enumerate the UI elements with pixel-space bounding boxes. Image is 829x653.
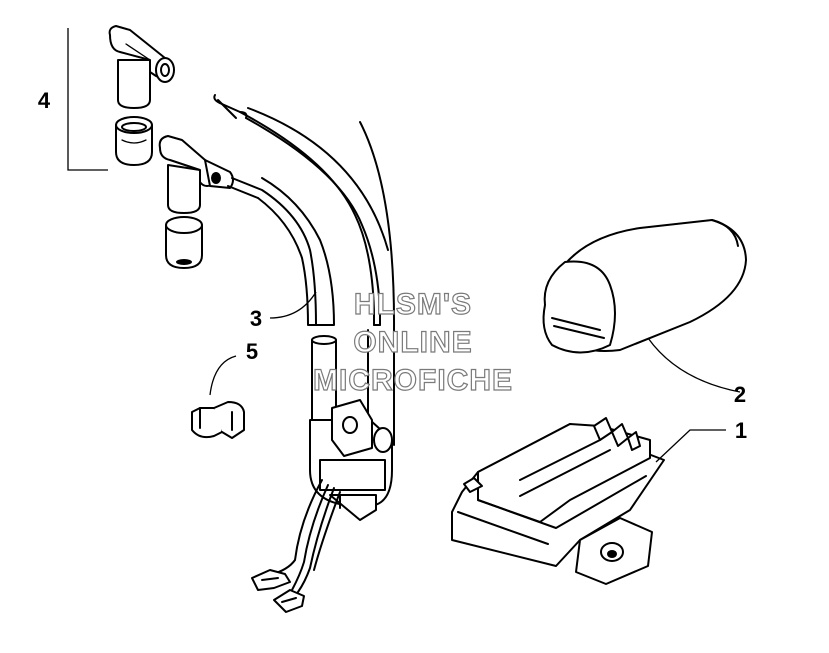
bracket-line-4 xyxy=(67,28,108,171)
terminal-1 xyxy=(251,569,291,591)
callout-5: 5 xyxy=(246,339,258,364)
spark-plug-cap-group xyxy=(67,25,234,269)
lower-plug-boot xyxy=(165,216,203,269)
cdi-module xyxy=(451,417,726,585)
ht-lead-left xyxy=(231,177,317,326)
upper-plug-cap xyxy=(108,25,175,109)
leader-3 xyxy=(269,291,317,319)
callout-1: 1 xyxy=(735,418,747,443)
watermark: HLSM'S ONLINE MICROFICHE xyxy=(312,287,513,397)
ignition-coil-assembly xyxy=(213,94,396,613)
leader-5 xyxy=(209,355,237,396)
lt-wires xyxy=(269,479,323,576)
oval-sleeve xyxy=(542,219,747,393)
watermark-line-3: MICROFICHE xyxy=(313,364,513,397)
watermark-line-2: ONLINE xyxy=(353,326,472,359)
callout-3: 3 xyxy=(250,306,262,331)
leader-1 xyxy=(655,429,726,463)
watermark-line-1: HLSM'S xyxy=(354,288,472,321)
callout-4: 4 xyxy=(38,88,51,113)
callout-labels: 1 2 3 4 5 xyxy=(38,88,747,443)
leader-2 xyxy=(647,337,741,393)
upper-plug-boot xyxy=(115,116,153,166)
lower-plug-cap xyxy=(158,135,234,214)
callout-2: 2 xyxy=(734,382,746,407)
wire-clip xyxy=(191,355,245,439)
